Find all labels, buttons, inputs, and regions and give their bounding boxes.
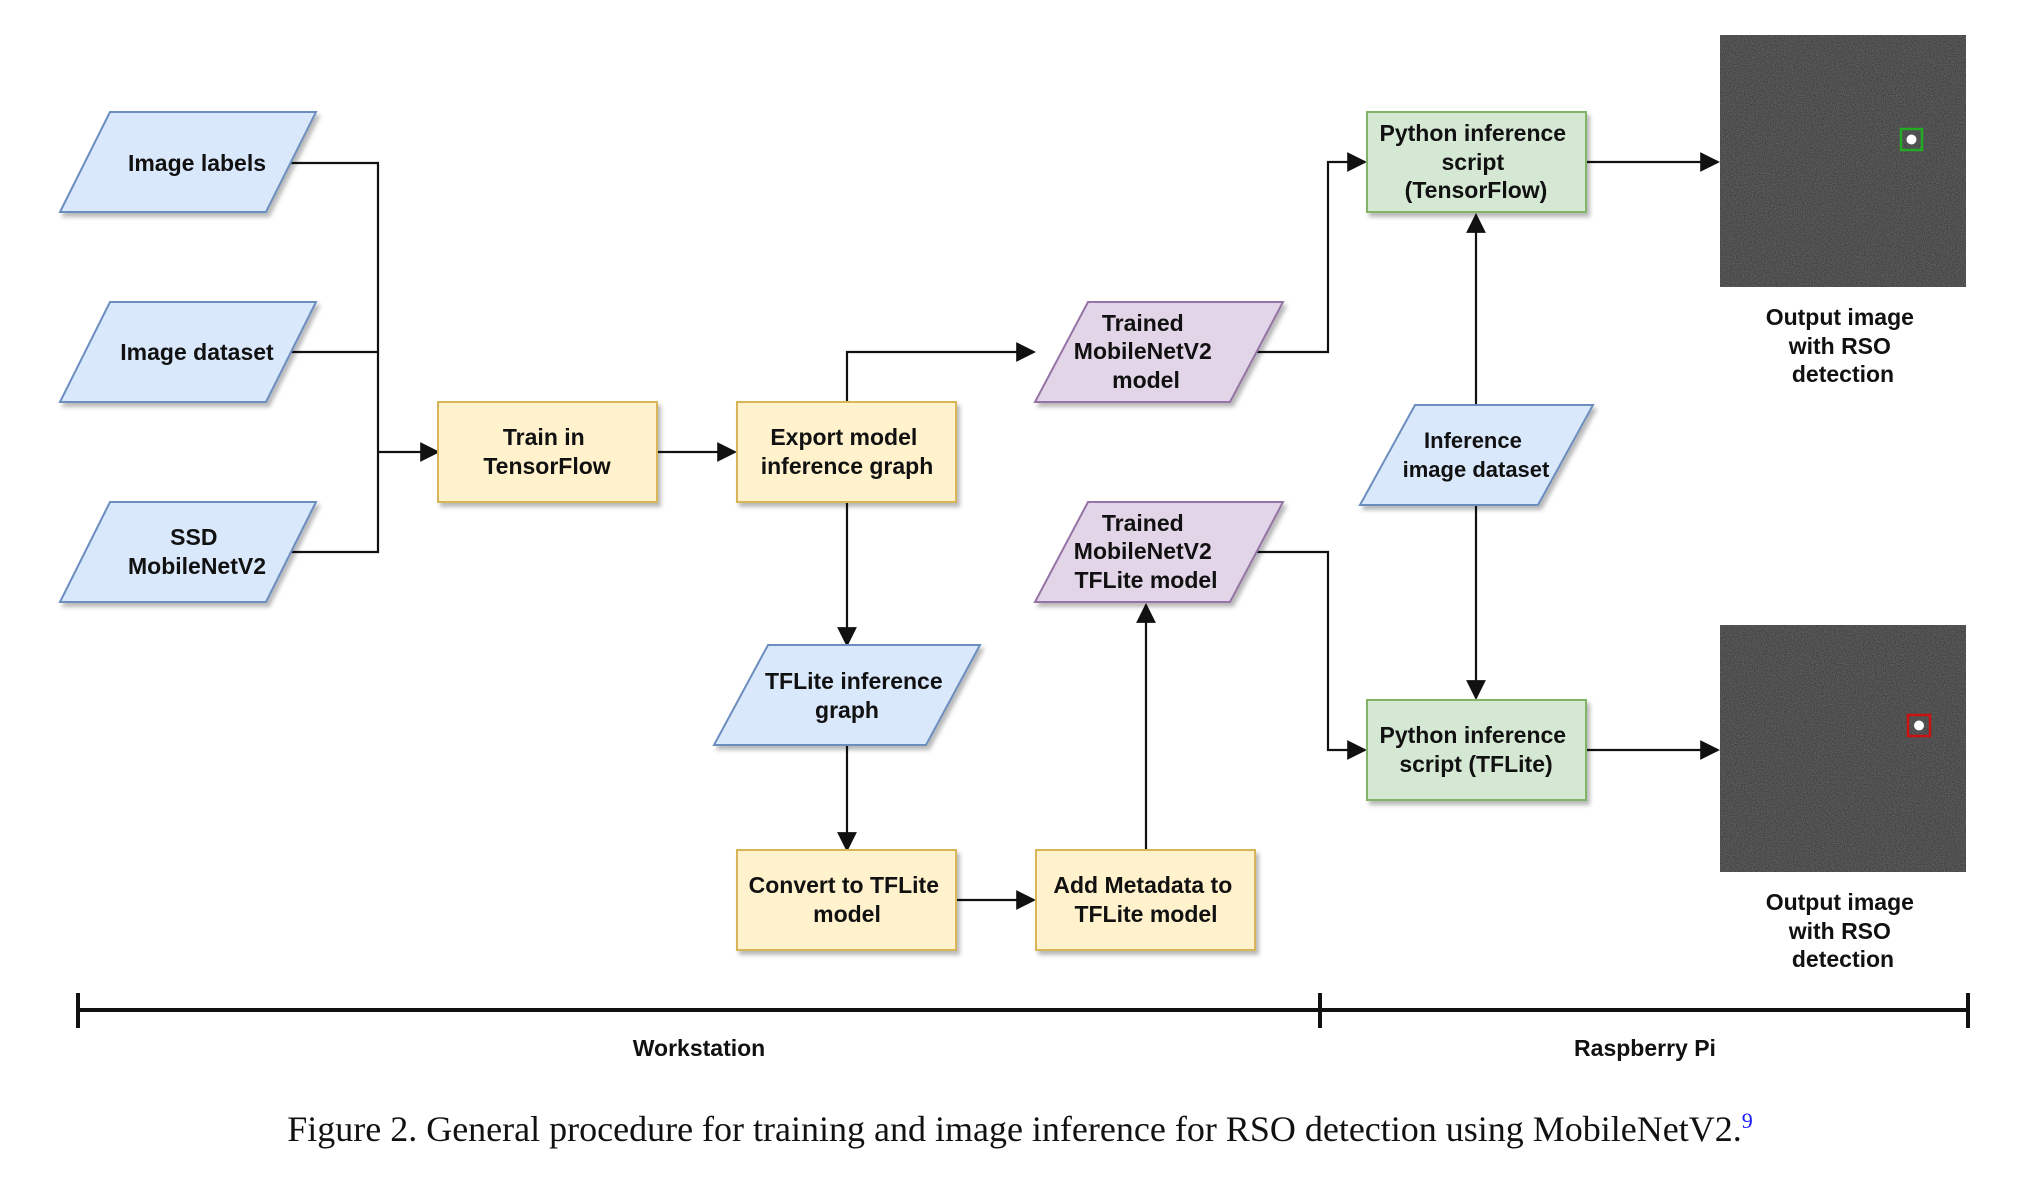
trained-tflite-line2: MobileNetV2 [1074, 538, 1212, 564]
node-trained-mobilenetv2-model: Trained MobileNetV2 model [1033, 301, 1285, 403]
svg-text:SSD MobileNetV2: SSD MobileNetV2 [128, 524, 266, 579]
ssd-text-line1: SSD [170, 524, 217, 550]
edge-trained-tflite-to-py-tflite [1253, 550, 1367, 760]
timeline-bar: Workstation Raspberry Pi [76, 993, 1970, 1061]
trained-tflite-line1: Trained [1102, 510, 1184, 536]
image-labels-text: Image labels [128, 150, 266, 176]
inference-dataset-line1: Inference [1424, 428, 1522, 453]
node-image-labels: Image labels [58, 111, 318, 213]
tflite-graph-line2: graph [815, 697, 879, 723]
node-train-in-tensorflow: Train in TensorFlow [437, 401, 658, 503]
trained-model-line1: Trained [1102, 310, 1184, 336]
svg-text:Trained MobileNetV2: Trained MobileNetV2 TFLite model [1074, 510, 1218, 593]
metadata-text-line1: Add Metadata to [1053, 872, 1232, 898]
svg-text:Python inference script: Python inference script (TFLite) [1380, 722, 1573, 777]
caption-text: Figure 2. General procedure for training… [287, 1109, 1742, 1149]
node-export-model-inference-graph: Export model inference graph [736, 401, 957, 503]
svg-text:Train in TensorFlow: Train in TensorFlow [483, 424, 610, 479]
convert-text-line1: Convert to TFLite [749, 872, 939, 898]
edges [290, 152, 1720, 910]
edge-ssd-to-bus [290, 452, 380, 554]
py-tflite-line2: script (TFLite) [1399, 751, 1552, 777]
train-text-line2: TensorFlow [483, 453, 610, 479]
trained-model-line2: MobileNetV2 [1074, 338, 1212, 364]
output-bottom-caption: Output image with RSO detection [1766, 889, 1921, 972]
figure-caption: Figure 2. General procedure for training… [0, 1108, 2040, 1150]
detection-box-red [1906, 713, 1932, 738]
metadata-text-line2: TFLite model [1074, 901, 1217, 927]
svg-text:Convert to TFLite model: Convert to TFLite model [749, 872, 946, 927]
image-dataset-text: Image dataset [120, 339, 274, 365]
edge-trained-model-to-py-tf [1253, 152, 1367, 354]
node-image-dataset: Image dataset [58, 301, 318, 403]
output-top-caption: Output image with RSO detection [1766, 304, 1921, 387]
export-text-line2: inference graph [761, 453, 934, 479]
py-tf-line2: script [1441, 149, 1504, 175]
trained-tflite-line3: TFLite model [1074, 567, 1217, 593]
caption-reference[interactable]: 9 [1741, 1108, 1753, 1133]
node-trained-mobilenetv2-tflite-model: Trained MobileNetV2 TFLite model [1033, 501, 1285, 603]
node-inference-image-dataset: Inference image dataset [1358, 404, 1595, 506]
output-image-top [1720, 35, 1966, 287]
export-text-line1: Export model [770, 424, 917, 450]
output-image-bottom [1720, 625, 1966, 872]
node-ssd-mobilenetv2: SSD MobileNetV2 [58, 501, 318, 603]
svg-text:Image labels: Image labels [128, 150, 266, 176]
node-python-inference-script-tensorflow: Python inference script (TensorFlow) [1366, 111, 1587, 213]
rso-dot-top [1906, 134, 1917, 145]
ssd-text-line2: MobileNetV2 [128, 553, 266, 579]
node-convert-to-tflite-model: Convert to TFLite model [736, 849, 957, 951]
svg-text:Python inference script: Python inference script (TensorFlow) [1380, 120, 1573, 203]
edge-image-labels-to-bus [290, 161, 380, 452]
trained-model-line3: model [1112, 367, 1180, 393]
output-image-top-noise [1720, 35, 1966, 287]
edge-export-to-trained-model [845, 342, 1036, 402]
output-image-bottom-noise [1720, 625, 1966, 872]
svg-text:Image dataset: Image dataset [120, 339, 274, 365]
py-tf-line1: Python inference [1380, 120, 1567, 146]
inference-dataset-line2: image dataset [1403, 457, 1550, 482]
svg-text:Add Metadata to TFLite m: Add Metadata to TFLite model [1053, 872, 1238, 927]
py-tflite-line1: Python inference [1380, 722, 1567, 748]
svg-text:Inference image dataset: Inference image dataset [1403, 428, 1550, 482]
detection-box-green [1899, 127, 1924, 152]
rso-dot-bottom [1914, 720, 1924, 731]
convert-text-line2: model [813, 901, 881, 927]
workstation-label: Workstation [633, 1035, 765, 1061]
train-text-line1: Train in [503, 424, 585, 450]
tflite-graph-line1: TFLite inference [765, 668, 943, 694]
node-python-inference-script-tflite: Python inference script (TFLite) [1366, 699, 1587, 801]
svg-text:TFLite inference graph: TFLite inference graph [765, 668, 949, 723]
py-tf-line3: (TensorFlow) [1405, 177, 1548, 203]
svg-text:Export model inference g: Export model inference graph [761, 424, 934, 479]
svg-text:Trained MobileNetV2: Trained MobileNetV2 model [1074, 310, 1218, 393]
node-add-metadata-to-tflite-model: Add Metadata to TFLite model [1035, 849, 1256, 951]
raspberry-pi-label: Raspberry Pi [1574, 1035, 1716, 1061]
node-tflite-inference-graph: TFLite inference graph [712, 644, 982, 746]
